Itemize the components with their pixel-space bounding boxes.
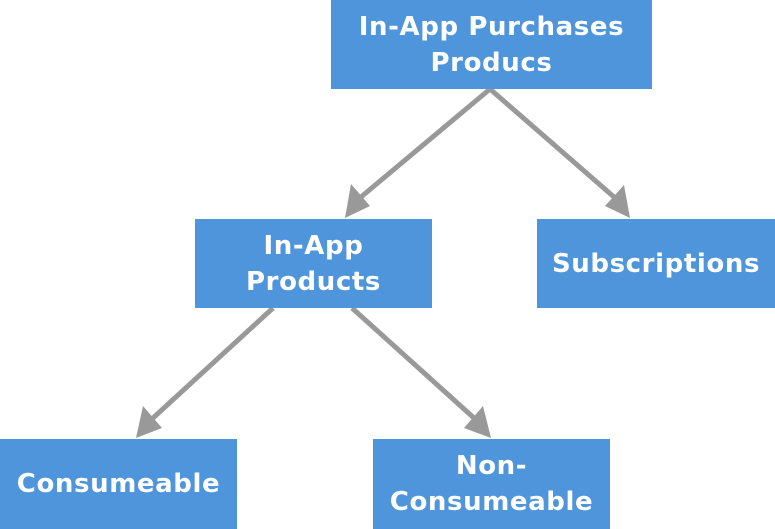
node-label-line1: Non- bbox=[455, 451, 528, 481]
arrowhead-icon bbox=[464, 406, 491, 438]
node-label-line2: Consumeable bbox=[389, 487, 594, 517]
node-subscriptions: Subscriptions bbox=[537, 219, 775, 308]
arrowhead-icon bbox=[345, 184, 370, 218]
node-consumeable: Consumeable bbox=[0, 439, 237, 529]
node-in-app-purchases-products: In-App Purchases Producs bbox=[331, 0, 652, 89]
node-label-line2: Products bbox=[246, 266, 381, 297]
node-label-line1: In-App bbox=[263, 230, 364, 261]
edge-root-to-in-app-products bbox=[345, 87, 492, 218]
node-label: Consumeable bbox=[16, 469, 221, 499]
node-label-line1: In-App Purchases bbox=[358, 11, 625, 42]
node-label-line2: Producs bbox=[430, 47, 553, 78]
edge-in-app-products-to-non-consumeable bbox=[350, 306, 491, 438]
node-non-consumeable: Non- Consumeable bbox=[373, 439, 610, 529]
arrowhead-icon bbox=[136, 406, 162, 438]
edge-root-to-subscriptions bbox=[488, 87, 630, 218]
node-label: Subscriptions bbox=[551, 248, 761, 279]
arrowhead-icon bbox=[605, 185, 630, 218]
edge-in-app-products-to-consumeable bbox=[136, 306, 275, 438]
node-in-app-products: In-App Products bbox=[195, 219, 432, 308]
